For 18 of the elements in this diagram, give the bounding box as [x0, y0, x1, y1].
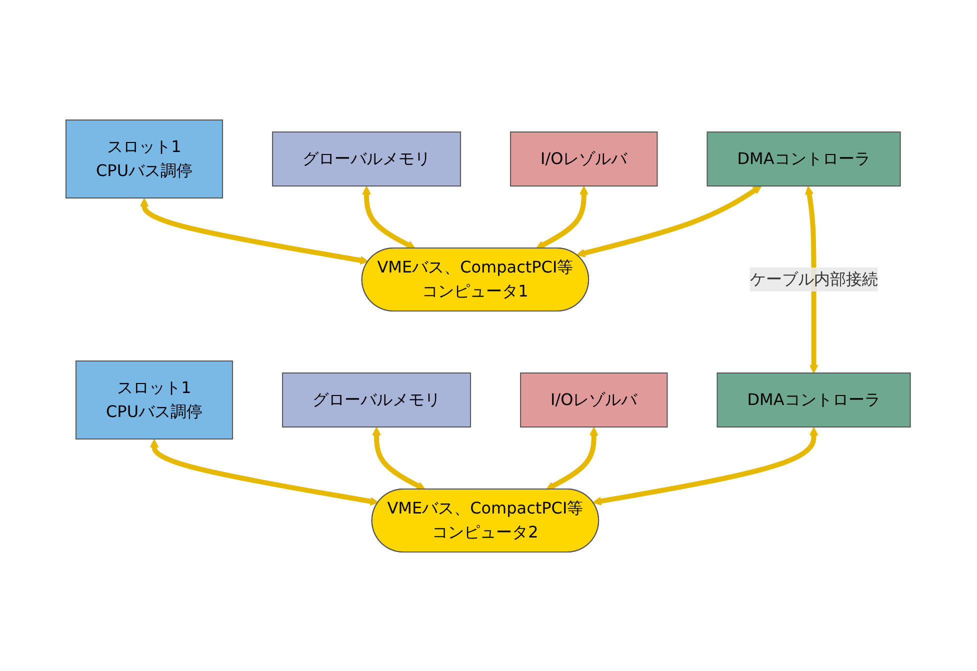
- arrow: [805, 186, 819, 373]
- arrow: [576, 185, 762, 257]
- arrow: [546, 426, 599, 490]
- arrow: [593, 426, 819, 505]
- node-box: スロット1 CPUバス調停: [76, 360, 234, 439]
- node-box: I/Oレゾルバ: [520, 372, 668, 427]
- arrow: [362, 186, 416, 248]
- node-box: I/Oレゾルバ: [510, 131, 658, 186]
- node-box: DMAコントローラ: [707, 131, 902, 186]
- node-box: スロット1 CPUバス調停: [66, 119, 224, 198]
- arrow: [536, 186, 589, 248]
- edge-label: ケーブル内部接続: [750, 269, 878, 288]
- arrow: [140, 198, 369, 264]
- node-box: グローバルメモリ: [272, 131, 462, 186]
- arrow: [150, 438, 379, 506]
- node-box: DMAコントローラ: [717, 372, 912, 427]
- arrow: [372, 426, 426, 490]
- node-box: グローバルメモリ: [282, 372, 472, 427]
